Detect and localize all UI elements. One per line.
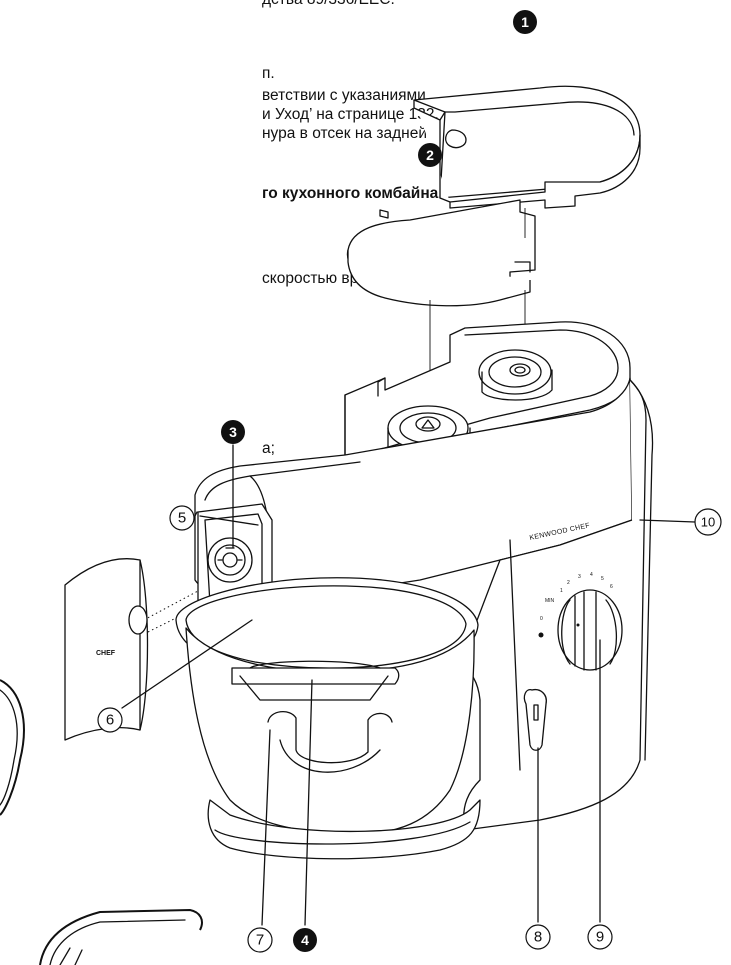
- callout-9: 9: [587, 924, 613, 950]
- section-heading: го кухонного комбайна: [262, 185, 439, 202]
- splash-guard: CHEF: [64, 558, 149, 741]
- svg-text:4: 4: [590, 572, 593, 578]
- callout-8: 8: [525, 924, 551, 950]
- callout-7: 7: [247, 927, 273, 953]
- svg-text:1: 1: [521, 14, 529, 30]
- accessory-fragments: [0, 679, 203, 965]
- svg-text:7: 7: [256, 932, 264, 949]
- svg-text:2: 2: [567, 580, 570, 586]
- beater: [231, 667, 400, 685]
- callout-10: 10: [694, 508, 722, 536]
- svg-text:6: 6: [610, 584, 613, 590]
- text-line-5: нура в отсек на задней: [262, 125, 427, 142]
- svg-text:1: 1: [560, 588, 563, 594]
- svg-text:MIN: MIN: [545, 598, 555, 604]
- callout-3: 3: [221, 420, 245, 444]
- svg-text:4: 4: [301, 932, 309, 948]
- text-line-4: и Уход’ на странице 132.: [262, 106, 439, 123]
- svg-text:5: 5: [178, 510, 186, 527]
- callout-1: 1: [513, 10, 537, 34]
- speed-dial: 1 2 3 4 5 6 MIN 0: [538, 572, 623, 671]
- text-line-3: ветствии с указаниями,: [262, 87, 431, 104]
- mixer-head: [194, 321, 633, 701]
- text-line-1: дства 89/336/EEC.: [262, 0, 395, 8]
- callout-4: 4: [293, 928, 317, 952]
- svg-text:3: 3: [578, 574, 581, 580]
- text-line-8: а;: [262, 440, 275, 457]
- svg-text:6: 6: [106, 712, 114, 729]
- callout-5: 5: [169, 505, 195, 531]
- svg-text:10: 10: [701, 515, 715, 530]
- mixing-bowl: [175, 577, 481, 860]
- splash-guard-label: CHEF: [96, 650, 116, 657]
- callout-2: 2: [418, 143, 442, 167]
- text-line-2: п.: [262, 65, 275, 82]
- svg-text:8: 8: [534, 929, 542, 946]
- slow-speed-outlet-cover: [346, 199, 536, 307]
- svg-text:9: 9: [596, 929, 604, 946]
- svg-text:5: 5: [601, 576, 604, 582]
- high-speed-outlet-cover: [413, 85, 641, 209]
- svg-text:0: 0: [540, 616, 543, 622]
- callout-6: 6: [97, 707, 123, 733]
- svg-text:2: 2: [426, 147, 434, 163]
- svg-text:3: 3: [229, 424, 237, 440]
